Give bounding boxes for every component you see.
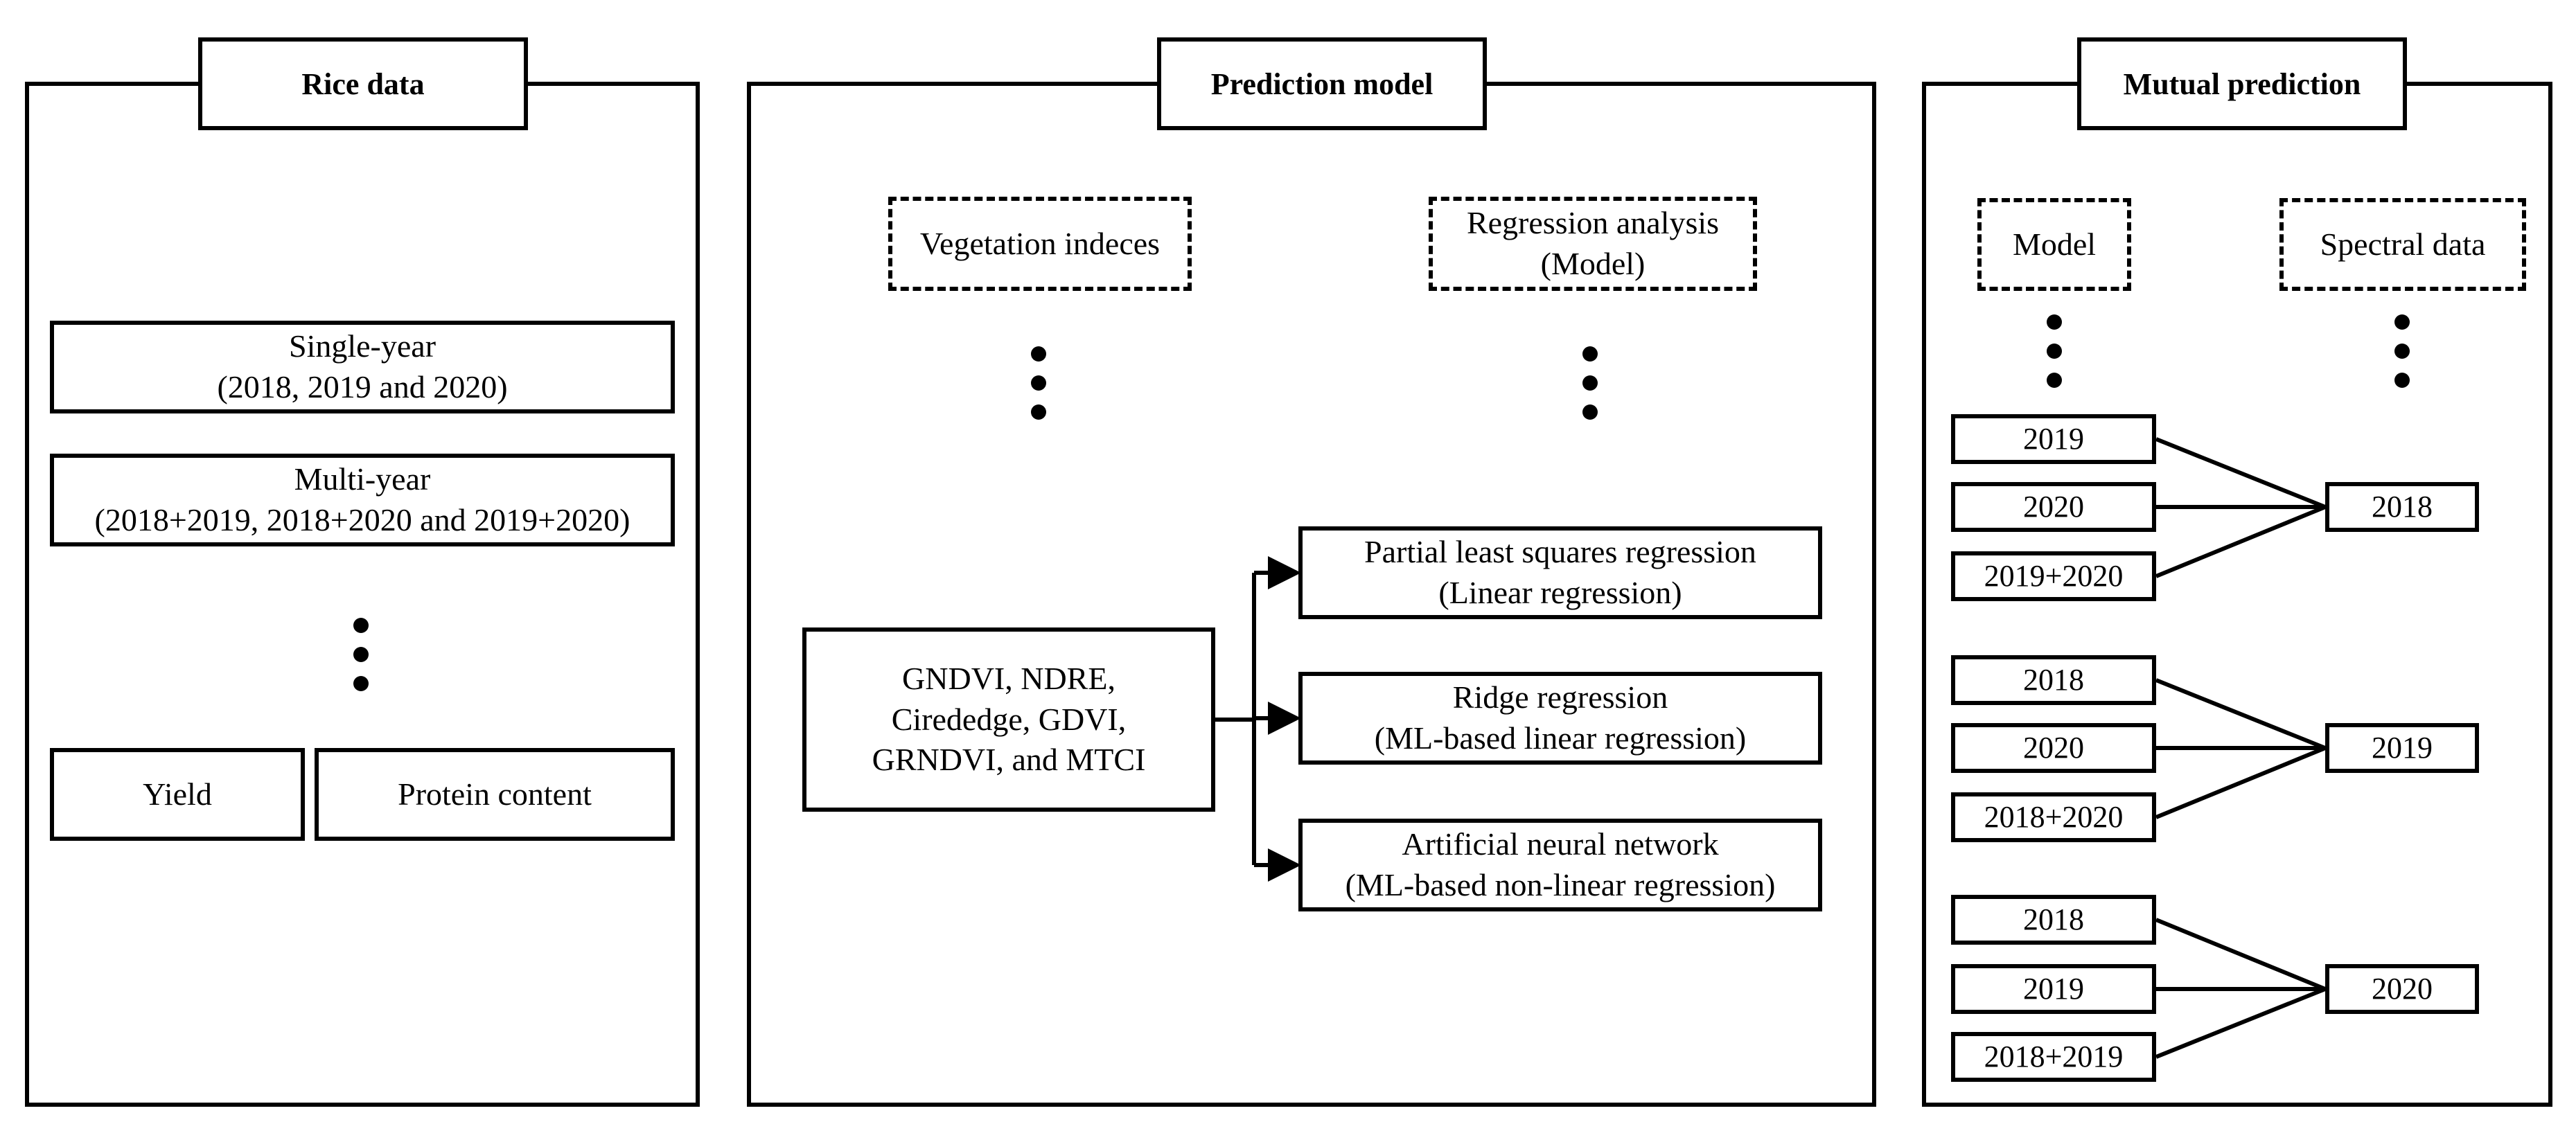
target-year-box: 2018 bbox=[2325, 482, 2479, 532]
rice-data-title: Rice data bbox=[198, 37, 528, 130]
year-input-label: 2020 bbox=[2023, 489, 2084, 524]
target-year-box: 2019 bbox=[2325, 723, 2479, 773]
single-year-box: Single-year (2018, 2019 and 2020) bbox=[50, 321, 675, 413]
year-input-box: 2018 bbox=[1951, 895, 2156, 945]
year-input-label: 2019 bbox=[2023, 971, 2084, 1006]
multi-year-label: Multi-year (2018+2019, 2018+2020 and 201… bbox=[94, 461, 630, 537]
regression-analysis-label: Regression analysis (Model) bbox=[1466, 205, 1720, 281]
model-label-pls: Partial least squares regression (Linear… bbox=[1364, 534, 1756, 610]
year-input-box: 2019 bbox=[1951, 414, 2156, 464]
spectral-data-ellipsis bbox=[2394, 314, 2411, 402]
connector-group-1 bbox=[2155, 437, 2327, 578]
model-box-ann: Artificial neural network (ML-based non-… bbox=[1298, 819, 1822, 911]
model-label-ann: Artificial neural network (ML-based non-… bbox=[1345, 826, 1776, 902]
target-year-label: 2019 bbox=[2372, 730, 2433, 765]
rice-data-ellipsis bbox=[353, 618, 370, 705]
spectral-data-label: Spectral data bbox=[2320, 226, 2486, 262]
regression-analysis-ellipsis bbox=[1582, 346, 1599, 434]
target-year-label: 2018 bbox=[2372, 489, 2433, 524]
year-input-label: 2018 bbox=[2023, 902, 2084, 936]
indices-label: GNDVI, NDRE, Cirededge, GDVI, GRNDVI, an… bbox=[872, 660, 1146, 778]
year-input-box: 2018 bbox=[1951, 655, 2156, 705]
year-input-label: 2018+2020 bbox=[1984, 799, 2124, 834]
vegetation-indices-label: Vegetation indeces bbox=[919, 225, 1161, 261]
protein-content-box: Protein content bbox=[315, 748, 675, 841]
connector-group-3 bbox=[2155, 918, 2327, 1059]
prediction-model-title: Prediction model bbox=[1157, 37, 1487, 130]
regression-analysis-header: Regression analysis (Model) bbox=[1429, 197, 1757, 291]
year-input-label: 2019+2020 bbox=[1984, 558, 2124, 593]
year-input-box: 2019 bbox=[1951, 964, 2156, 1014]
model-header-label: Model bbox=[2012, 226, 2097, 262]
year-input-label: 2020 bbox=[2023, 730, 2084, 765]
yield-label: Yield bbox=[143, 776, 212, 812]
year-input-box: 2020 bbox=[1951, 482, 2156, 532]
mutual-prediction-title: Mutual prediction bbox=[2077, 37, 2407, 130]
protein-content-label: Protein content bbox=[398, 776, 592, 812]
year-input-box: 2018+2019 bbox=[1951, 1032, 2156, 1082]
year-input-box: 2020 bbox=[1951, 723, 2156, 773]
year-input-label: 2018+2019 bbox=[1984, 1039, 2124, 1074]
indices-box: GNDVI, NDRE, Cirededge, GDVI, GRNDVI, an… bbox=[802, 627, 1215, 812]
model-label-ridge: Ridge regression (ML-based linear regres… bbox=[1374, 679, 1747, 756]
vegetation-indices-ellipsis bbox=[1031, 346, 1048, 434]
target-year-box: 2020 bbox=[2325, 964, 2479, 1014]
single-year-label: Single-year (2018, 2019 and 2020) bbox=[217, 328, 508, 404]
model-box-ridge: Ridge regression (ML-based linear regres… bbox=[1298, 672, 1822, 765]
connector-group-2 bbox=[2155, 678, 2327, 819]
model-ellipsis bbox=[2047, 314, 2063, 402]
vegetation-indices-header: Vegetation indeces bbox=[888, 197, 1192, 291]
model-header: Model bbox=[1977, 198, 2131, 291]
target-year-label: 2020 bbox=[2372, 971, 2433, 1006]
year-input-label: 2019 bbox=[2023, 421, 2084, 456]
year-input-box: 2019+2020 bbox=[1951, 551, 2156, 601]
rice-data-panel bbox=[25, 82, 700, 1107]
yield-box: Yield bbox=[50, 748, 305, 841]
year-input-box: 2018+2020 bbox=[1951, 792, 2156, 842]
year-input-label: 2018 bbox=[2023, 662, 2084, 697]
multi-year-box: Multi-year (2018+2019, 2018+2020 and 201… bbox=[50, 454, 675, 546]
spectral-data-header: Spectral data bbox=[2279, 198, 2526, 291]
